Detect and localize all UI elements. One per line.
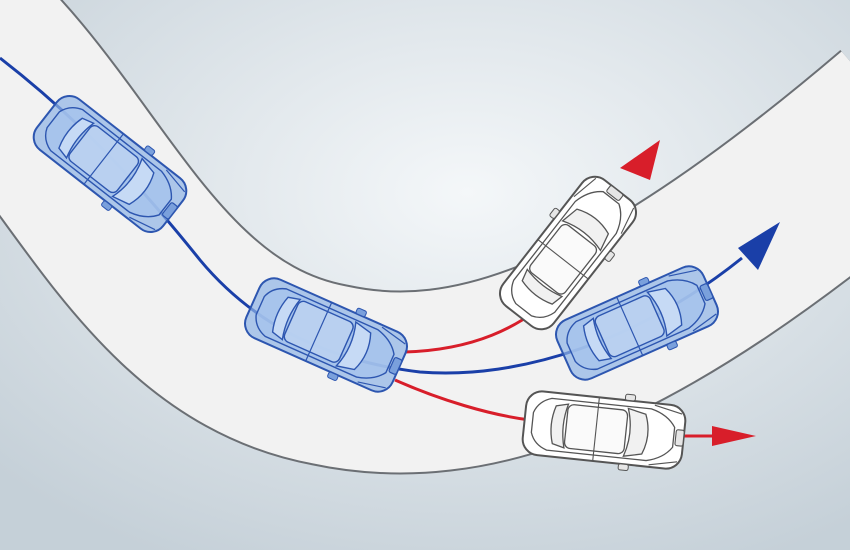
understeer-path-arrowhead — [620, 140, 660, 180]
oversteer-path-arrowhead — [712, 426, 756, 446]
oversteer-path — [394, 378, 531, 422]
intended-path-arrowhead — [738, 222, 780, 270]
